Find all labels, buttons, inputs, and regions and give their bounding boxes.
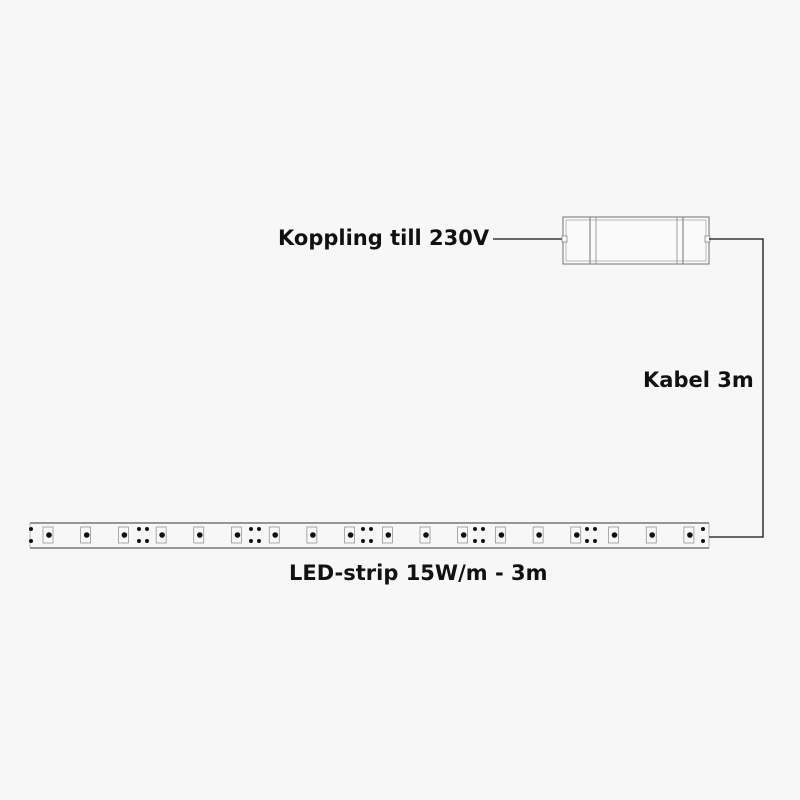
led-chip [570,526,582,544]
led-dot [611,532,618,538]
contact-pad [369,539,373,543]
led-dot [649,532,655,538]
led-dot [197,532,203,538]
contact-pad [473,527,477,531]
led-dot [687,532,693,538]
contact-pad [481,539,485,543]
contact-pad [257,527,261,531]
contact-pad [249,539,253,543]
contact-pad [137,527,141,531]
led-strip [29,522,710,549]
contact-pad [137,539,141,543]
contact-pad [361,527,365,531]
contact-pad [701,539,705,543]
led-chip [645,526,657,544]
led-dot [272,532,279,538]
led-chip [118,526,129,544]
contact-pad [29,527,33,531]
led-chip [683,526,695,544]
led-chip [42,526,54,544]
led-chip [532,526,544,544]
led-dot [385,532,392,538]
contact-pad [481,527,485,531]
led-chip [344,526,355,544]
cable-label: Kabel 3m [643,368,754,392]
led-dot [498,532,505,538]
coupling-label: Koppling till 230V [278,226,490,250]
led-chip [80,526,91,544]
led-chip [268,526,280,544]
led-chip [457,526,469,544]
led-dot [121,532,128,538]
led-dot [159,532,165,538]
led-chip [155,526,167,544]
led-dot [574,532,580,538]
contact-pad [585,527,589,531]
contact-pad [701,527,705,531]
contact-pad [473,539,477,543]
led-dot [423,532,429,538]
led-chip [495,526,506,544]
contact-pad [585,539,589,543]
led-chip [193,526,205,544]
contact-pad [145,527,149,531]
cable-line [709,238,764,538]
led-dot [347,532,354,538]
led-chip [381,526,393,544]
led-chip [306,526,318,544]
led-chip [608,526,619,544]
contact-pad [145,539,149,543]
contact-pad [369,527,373,531]
contact-pad [257,539,261,543]
led-dot [234,532,241,538]
led-dot [310,532,316,538]
led-dot [46,532,52,538]
led-chip [231,526,242,544]
contact-pad [249,527,253,531]
led-dot [536,532,542,538]
contact-pad [29,539,33,543]
led-chip [419,526,431,544]
contact-pad [593,527,597,531]
power-supply-box [561,216,711,265]
led-dot [460,532,467,538]
led-dot [83,532,90,538]
contact-pad [593,539,597,543]
strip-label: LED-strip 15W/m - 3m [289,561,548,585]
contact-pad [361,539,365,543]
